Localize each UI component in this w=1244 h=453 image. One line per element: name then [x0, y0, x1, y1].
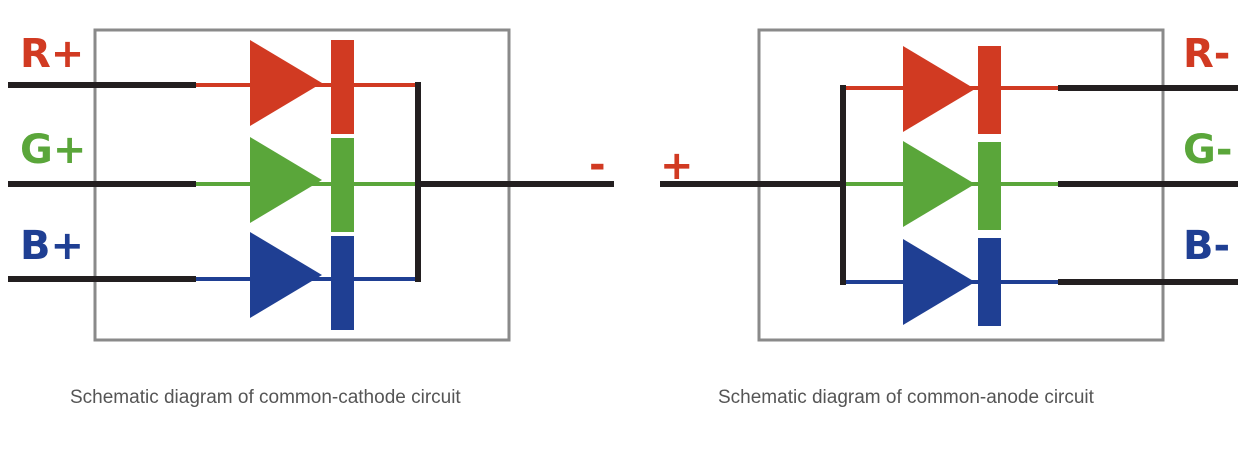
anode-green-label: G-	[1183, 127, 1233, 173]
cathode-green-diode-bar	[331, 138, 354, 232]
anode-red-label: R-	[1183, 31, 1231, 77]
anode-common-label: +	[660, 143, 694, 189]
cathode-blue-diode-bar	[331, 236, 354, 330]
cathode-caption: Schematic diagram of common-cathode circ…	[70, 387, 461, 408]
anode-blue-diode-bar	[978, 238, 1001, 326]
anode-green-diode-bar	[978, 142, 1001, 230]
cathode-green-label: G+	[20, 127, 87, 173]
cathode-green-diode-triangle	[250, 137, 322, 223]
anode-caption: Schematic diagram of common-anode circui…	[718, 387, 1094, 408]
cathode-blue-diode-triangle	[250, 232, 322, 318]
anode-blue-label: B-	[1183, 223, 1231, 269]
common-anode-diagram	[660, 28, 1238, 342]
anode-red-diode-bar	[978, 46, 1001, 134]
cathode-red-diode-triangle	[250, 40, 322, 126]
cathode-red-diode-bar	[331, 40, 354, 134]
cathode-red-label: R+	[20, 31, 85, 77]
common-cathode-diagram	[8, 28, 614, 342]
anode-green-diode-triangle	[903, 141, 975, 227]
anode-red-diode-triangle	[903, 46, 975, 132]
cathode-blue-label: B+	[20, 223, 85, 269]
cathode-common-label: -	[589, 142, 606, 188]
anode-blue-diode-triangle	[903, 239, 975, 325]
